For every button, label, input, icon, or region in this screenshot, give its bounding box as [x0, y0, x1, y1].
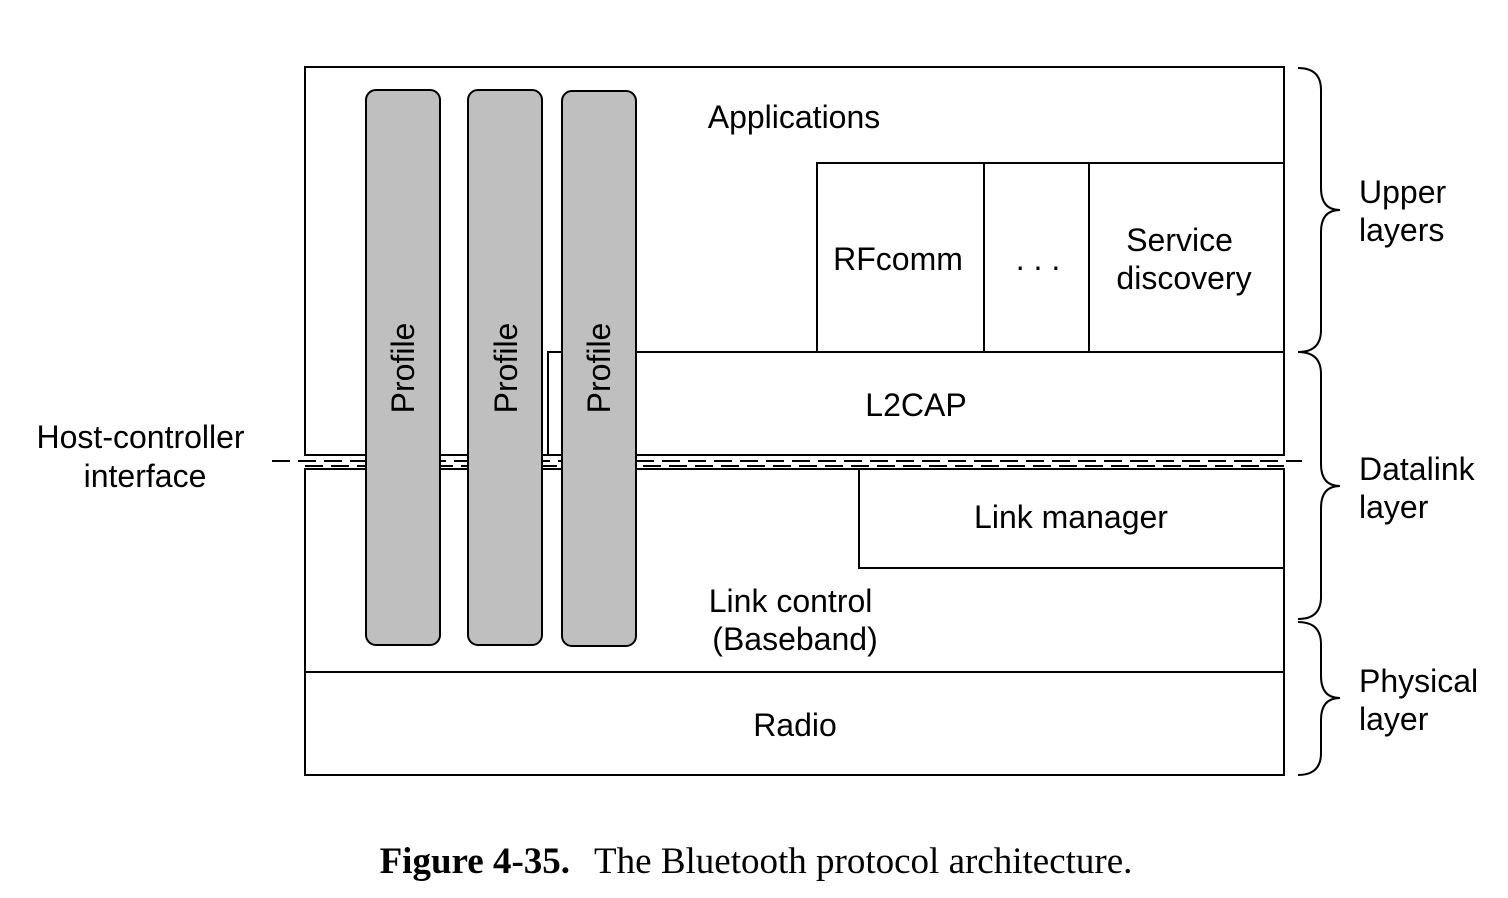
caption-text: The Bluetooth protocol architecture. — [594, 841, 1132, 882]
ellipsis-label: . . . — [1016, 241, 1060, 277]
upper-layers-line-1: Upper — [1359, 174, 1447, 210]
service-discovery-box — [1088, 162, 1285, 353]
link-control-line-2: (Baseband) — [712, 621, 877, 657]
hci-line-1: Host-controller — [37, 419, 245, 455]
datalink-layer-line-1: Datalink — [1359, 451, 1476, 487]
hci-label: Host-controller interface — [37, 419, 254, 494]
link-manager-box — [858, 468, 1285, 569]
radio-label: Radio — [753, 707, 837, 743]
rfcomm-label: RFcomm — [833, 241, 963, 277]
physical-layer-line-1: Physical — [1359, 663, 1478, 699]
rfcomm-box — [816, 162, 985, 353]
link-manager-label: Link manager — [974, 499, 1168, 535]
l2cap-box — [547, 351, 1285, 456]
caption-number: Figure 4-35. — [380, 841, 570, 882]
datalink-layer-brace — [1297, 351, 1341, 620]
profile-column-1 — [365, 89, 441, 646]
ellipsis-box — [983, 162, 1090, 353]
profile-column-2 — [467, 89, 543, 646]
upper-layers-line-2: layers — [1359, 212, 1444, 248]
profile-label-1: Profile — [385, 323, 421, 414]
link-control-label: Link control (Baseband) — [709, 583, 882, 657]
physical-layer-label: Physical layer — [1359, 663, 1487, 737]
upper-layers-brace — [1297, 67, 1341, 353]
datalink-layer-label: Datalink layer — [1359, 451, 1484, 525]
physical-layer-line-2: layer — [1359, 701, 1429, 737]
applications-label: Applications — [708, 99, 881, 135]
service-discovery-line-1: Service — [1126, 222, 1233, 258]
datalink-layer-line-2: layer — [1359, 489, 1429, 525]
l2cap-label: L2CAP — [865, 387, 966, 423]
profile-column-3 — [561, 90, 637, 647]
service-discovery-label: Service discovery — [1116, 222, 1251, 296]
service-discovery-line-2: discovery — [1116, 260, 1251, 296]
hci-line-2: interface — [84, 458, 207, 494]
link-control-line-1: Link control — [709, 583, 873, 619]
profile-label-3: Profile — [581, 323, 617, 414]
radio-box — [304, 671, 1285, 776]
figure-caption: Figure 4-35. The Bluetooth protocol arch… — [380, 841, 1133, 882]
profile-label-2: Profile — [488, 323, 524, 414]
upper-layers-label: Upper layers — [1359, 174, 1455, 248]
physical-layer-brace — [1297, 621, 1341, 776]
